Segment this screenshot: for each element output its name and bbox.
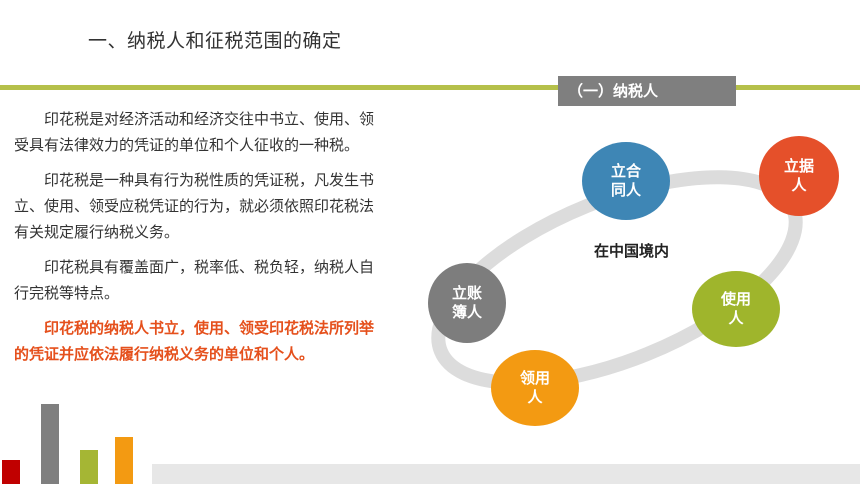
node-user: 使用人	[692, 271, 780, 347]
node-recipient-label: 领用人	[519, 369, 550, 406]
highlight-definition: 印花税的纳税人书立，使用、领受印花税法所列举的凭证并应依法履行纳税义务的单位和个…	[14, 319, 375, 363]
node-user-label: 使用人	[720, 290, 751, 327]
center-label: 在中国境内	[594, 242, 670, 260]
section-tag: （一）纳税人	[558, 76, 736, 106]
node-document: 立据人	[759, 136, 839, 216]
paragraph-nature: 印花税是一种具有行为税性质的凭证税，凡发生书立、使用、领受应税凭证的行为，就必须…	[14, 171, 375, 241]
paragraph-features: 印花税具有覆盖面广，税率低、税负轻，纳税人自行完税等特点。	[14, 258, 375, 302]
title-underline	[0, 85, 860, 90]
node-recipient: 领用人	[491, 350, 579, 426]
node-document-label: 立据人	[783, 157, 814, 194]
node-ledger: 立账簿人	[428, 263, 506, 343]
footer-band	[152, 464, 860, 484]
page-title: 一、纳税人和征税范围的确定	[88, 30, 342, 52]
decor-bar-green	[80, 450, 98, 484]
node-ledger-label: 立账簿人	[451, 284, 482, 321]
decor-bar-orange	[115, 437, 133, 484]
node-contract: 立合同人	[582, 142, 670, 220]
decor-bar-red	[2, 460, 20, 484]
paragraph-definition: 印花税是对经济活动和经济交往中书立、使用、领受具有法律效力的凭证的单位和个人征收…	[14, 110, 375, 154]
description-text: 印花税是对经济活动和经济交往中书立、使用、领受具有法律效力的凭证的单位和个人征收…	[14, 106, 386, 376]
node-contract-label: 立合同人	[610, 162, 641, 199]
decor-bar-gray	[41, 404, 59, 484]
